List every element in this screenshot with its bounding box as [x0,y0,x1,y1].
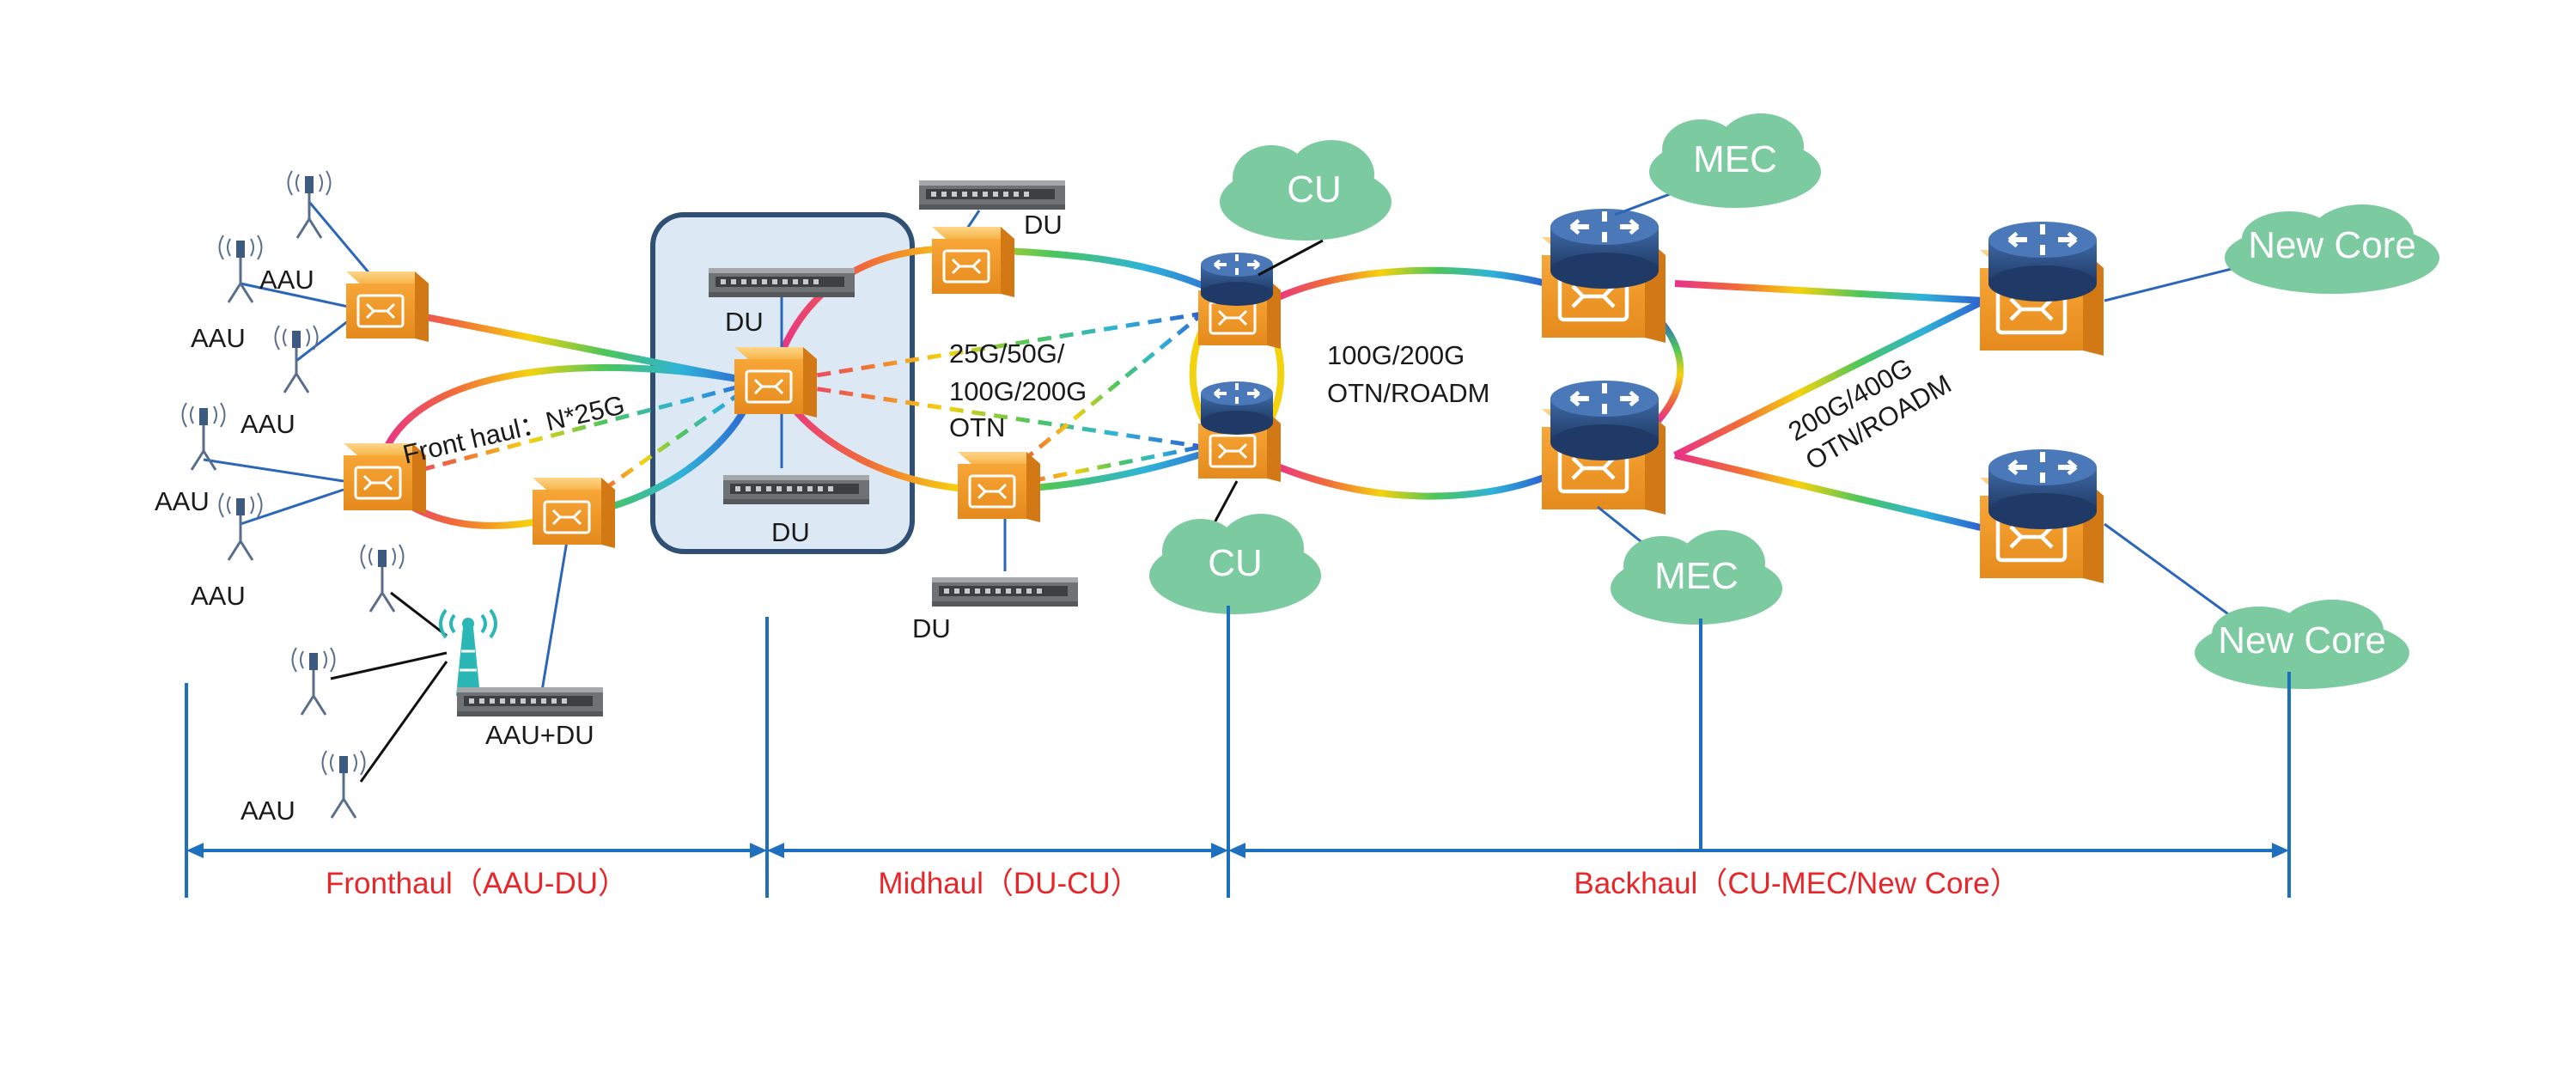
cloud-label: CU [1287,168,1342,210]
segment-axis [185,606,2291,898]
backhaul-ring-upper [1270,266,1547,304]
cloud-label: MEC [1654,555,1739,597]
base-station-tower-icon [439,608,497,696]
aau-links [203,201,569,697]
segment-label-backhaul: Backhaul（CU-MEC/New Core） [1574,867,2019,900]
du-rack-icon [919,180,1065,210]
du-label: DU [725,307,764,337]
dashed-link-3 [772,311,1203,385]
router-icon [1199,380,1275,436]
antenna-icon [218,234,263,304]
dashed-link-2 [565,380,758,518]
cloud-cu-top: CU [1220,140,1392,241]
router-icon [1550,381,1659,460]
du-label: DU [1024,210,1063,240]
midhaul-rate-label: 25G/50G/ [949,338,1065,369]
cloud-label: MEC [1693,138,1777,180]
router-icon [1550,209,1659,289]
otn-device-icon [531,476,617,550]
antenna-icon [274,324,319,394]
antenna-icon [321,749,366,820]
aau-du-links [330,591,448,783]
core-link-3 [1674,452,1985,532]
segment-label-fronthaul: Fronthaul（AAU-DU） [326,867,628,900]
cloud-label: CU [1208,542,1263,584]
dashed-link-4 [772,380,1203,449]
router-icon [1988,222,2097,302]
backhaul-rate-label: OTN/ROADM [1327,378,1489,408]
otn-device-icon [930,225,1016,299]
cloud-new-core-top: New Core [2225,204,2439,294]
cloud-new-core-bottom: New Core [2195,600,2409,689]
midhaul-rate-label: 100G/200G [949,376,1087,406]
router-icon [1988,449,2097,529]
otn-device-icon [733,345,819,419]
otn-device-icon [344,270,430,344]
core-link-1 [1674,280,1985,304]
aau-label: AAU [191,323,246,353]
cloud-cu-bottom: CU [1149,514,1321,614]
aau-label: AAU [241,409,295,439]
mec-pair-link [1654,315,1684,424]
du-rack-icon [723,475,869,504]
backhaul-ring-lower [1270,460,1548,500]
du-rack-icon [709,268,855,297]
antenna-icon [287,169,332,240]
antenna-icon [291,646,336,716]
antenna-icon [218,491,263,562]
core-link-2 [1673,297,1986,459]
segment-label-midhaul: Midhaul（DU-CU） [878,867,1140,900]
otn-device-icon [956,450,1042,524]
backhaul-rate-label: 100G/200G [1327,340,1465,370]
midhaul-rate-label: OTN [949,412,1005,442]
cloud-label: New Core [2218,619,2386,661]
aau-du-label: AAU+DU [485,720,594,750]
aau-label: AAU [241,796,295,826]
du-rack-icon [932,577,1078,607]
cloud-label: New Core [2248,224,2416,266]
dashed-link-6 [987,444,1203,492]
dashed-link-1 [377,380,757,484]
antenna-icon [360,543,405,613]
du-label: DU [771,517,810,547]
router-icon [1199,251,1275,308]
cloud-mec-top: MEC [1649,113,1821,208]
aau-du-rack-icon [457,687,603,716]
aau-label: AAU [259,265,314,295]
aau-label: AAU [155,486,210,516]
aau-label: AAU [191,581,246,611]
fronthaul-link-top [377,304,757,386]
du-label: DU [912,613,951,643]
cloud-mec-bottom: MEC [1611,530,1782,625]
